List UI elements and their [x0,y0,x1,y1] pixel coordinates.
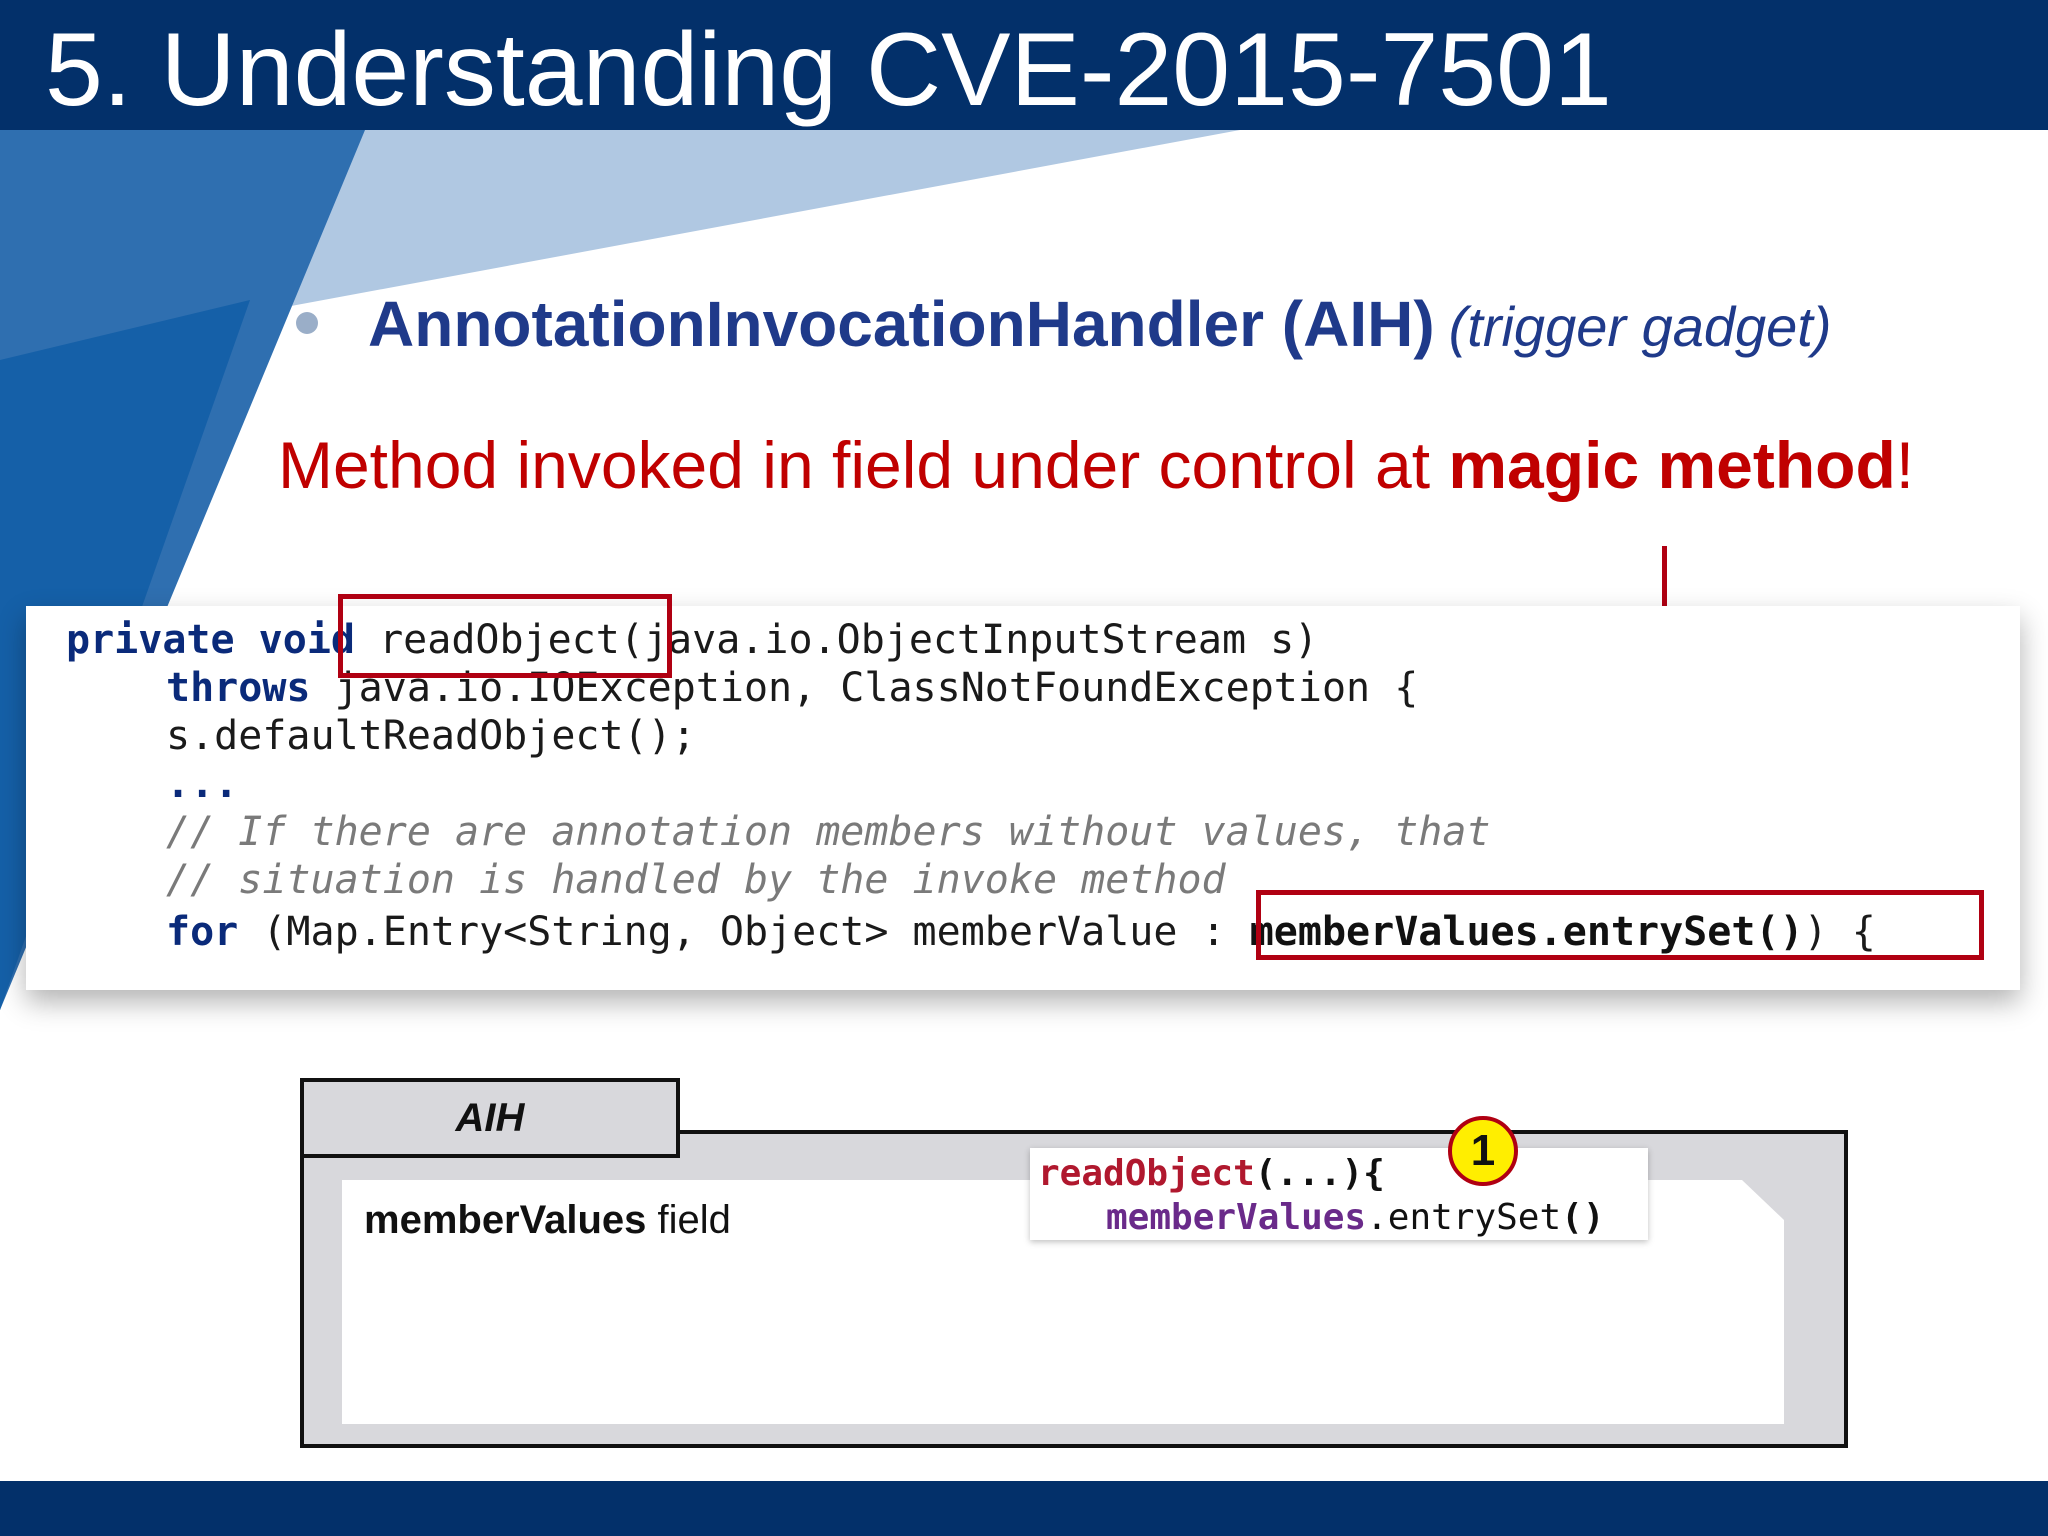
code-comment: // If there are annotation members witho… [166,809,1491,855]
mini-field: memberValues [1106,1197,1367,1238]
aih-tab: AIH [300,1078,680,1158]
mini-text: (...){ [1254,1153,1385,1194]
field-suffix: field [646,1198,731,1242]
aih-tab-label: AIH [455,1096,525,1140]
code-line: ... [166,761,239,807]
code-comment: // situation is handled by the invoke me… [166,857,1226,903]
bullet-sub-text: (trigger gadget) [1448,295,1832,358]
title-bar [0,0,2048,130]
mini-code-line: readObject(...){ [1038,1152,1385,1196]
code-line: s.defaultReadObject(); [166,713,696,759]
slide-title: 5. Understanding CVE-2015-7501 [45,12,1612,128]
field-label: memberValues field [364,1196,731,1244]
bullet-line: AnnotationInvocationHandler (AIH)(trigge… [368,284,1832,367]
mini-method: readObject [1038,1153,1255,1194]
code-text: ) { [1803,909,1876,955]
callout-text: Method invoked in field under control at… [278,424,1914,506]
callout-prefix: Method invoked in field under control at [278,428,1449,502]
code-line: for (Map.Entry<String, Object> memberVal… [166,908,1876,956]
mini-code-snippet: readObject(...){ memberValues.entrySet() [1030,1148,1648,1240]
code-line: throws java.io.IOException, ClassNotFoun… [166,664,1418,712]
callout-emphasis: magic method [1448,428,1896,502]
highlight-entryset [1256,890,1984,960]
step-badge: 1 [1448,1116,1518,1186]
code-keyword: private void [66,617,355,663]
code-panel: private void readObject(java.io.ObjectIn… [26,594,2020,990]
bullet-main-text: AnnotationInvocationHandler (AIH) [368,288,1435,360]
footer-bar [0,1481,2048,1536]
code-text: (Map.Entry<String, Object> memberValue : [238,909,1250,955]
code-keyword: for [166,909,239,955]
code-emphasis: memberValues.entrySet() [1249,909,1804,955]
mini-parens: () [1561,1197,1605,1238]
code-text: java.io.IOException, ClassNotFoundExcept… [310,665,1419,711]
field-name: memberValues [364,1198,647,1242]
bullet-dot [296,312,318,334]
callout-suffix: ! [1895,428,1915,502]
code-line: private void readObject(java.io.ObjectIn… [66,616,1318,664]
mini-code-line: memberValues.entrySet() [1106,1196,1605,1240]
code-keyword: throws [166,665,311,711]
highlight-readobject [338,594,672,678]
mini-call: .entrySet [1366,1197,1562,1238]
code-text: readObject(java.io.ObjectInputStream s) [354,617,1319,663]
